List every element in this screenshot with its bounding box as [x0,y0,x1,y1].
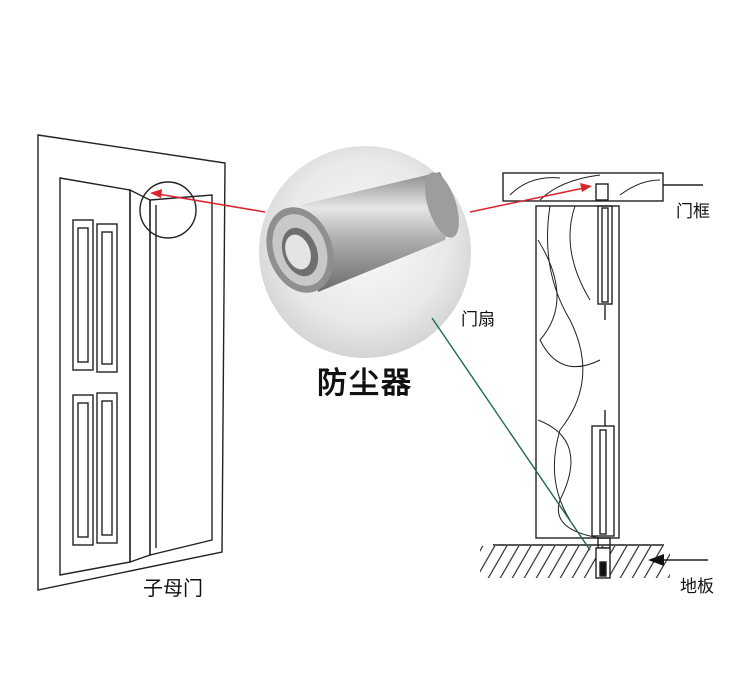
red-pointer-right [469,183,592,213]
door-frame-label: 门框 [676,202,710,222]
door-frame-section [502,172,664,202]
highlight-circle [139,181,197,239]
floor-arrowhead [648,554,664,566]
product-label: 防尘器 [317,366,413,401]
door-leaf-section [535,205,620,539]
product-photo [259,146,471,358]
floor-label: 地板 [680,577,714,597]
left-door-drawing [37,134,226,591]
right-section-drawing [480,172,708,579]
red-pointer-left [150,189,266,213]
left-door-label: 子母门 [143,576,203,600]
door-leaf-label: 门扇 [461,310,495,330]
green-pointer [431,317,591,551]
